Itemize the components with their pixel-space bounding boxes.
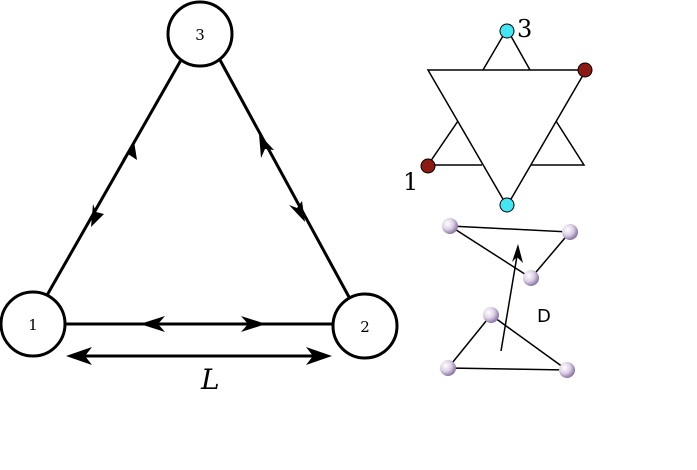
length-measure-arrow xyxy=(66,347,332,365)
arrowhead-3-2-up xyxy=(259,134,274,158)
node-3: 3 xyxy=(166,0,234,68)
triangle-network-diagram: L 3 1 2 xyxy=(0,0,399,396)
arrowhead-1-3-up xyxy=(122,141,137,160)
sphere-lower-right xyxy=(559,362,575,378)
label-d: D xyxy=(537,306,551,327)
node-2: 2 xyxy=(331,292,399,360)
star-of-david-diagram: 3 1 xyxy=(403,15,593,213)
label-one: 1 xyxy=(403,168,418,196)
edge-1-3 xyxy=(44,59,183,298)
sphere-upper-right xyxy=(562,224,578,240)
sphere-upper-left xyxy=(442,218,458,234)
upper-triangle xyxy=(447,225,572,279)
displacement-vector xyxy=(500,255,518,352)
arrowhead-1-3-down xyxy=(91,204,104,227)
sphere-lower-top xyxy=(483,307,499,323)
upward-triangle-left xyxy=(426,120,482,166)
displacement-arrowhead xyxy=(512,244,523,263)
arrowhead-1-2-right xyxy=(241,316,266,332)
upward-triangle-right xyxy=(531,120,586,166)
displaced-triangles-diagram: D xyxy=(440,218,578,378)
lower-triangle xyxy=(446,313,570,371)
light-node-bottom xyxy=(499,197,515,213)
edge-3-2 xyxy=(218,59,351,298)
node-1-label: 1 xyxy=(28,316,38,334)
node-2-label: 2 xyxy=(360,318,370,336)
node-3-label: 3 xyxy=(195,26,205,44)
arrowhead-3-2-down xyxy=(289,201,305,222)
sphere-lower-left xyxy=(440,360,456,376)
node-1: 1 xyxy=(0,290,67,358)
sphere-upper-bottom xyxy=(523,270,539,286)
label-three: 3 xyxy=(517,15,532,43)
dark-node-top-right xyxy=(577,62,593,78)
light-node-top xyxy=(499,23,515,39)
arrowhead-1-2-left xyxy=(140,316,165,332)
downward-triangle xyxy=(426,69,588,208)
dark-node-left xyxy=(420,158,436,174)
length-label: L xyxy=(200,363,220,396)
